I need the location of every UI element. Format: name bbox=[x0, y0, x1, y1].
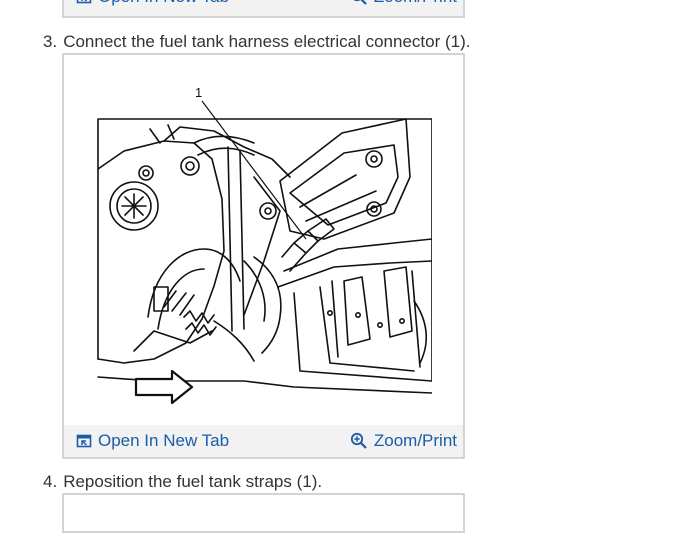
step-text: Connect the fuel tank harness electrical… bbox=[63, 32, 470, 51]
zoom-print-link[interactable]: Zoom/Print bbox=[350, 431, 457, 451]
magnifier-plus-icon bbox=[350, 0, 368, 6]
magnifier-plus-icon bbox=[350, 432, 368, 450]
step-4: 4. Reposition the fuel tank straps (1). bbox=[43, 472, 322, 492]
figure-box-connector: 1 Open In New Tab Zoom/Print bbox=[62, 53, 465, 459]
open-in-new-tab-link[interactable]: Open In New Tab bbox=[76, 0, 229, 7]
figure-box-next bbox=[62, 493, 465, 533]
open-in-new-tab-link[interactable]: Open In New Tab bbox=[76, 431, 229, 451]
step-3: 3. Connect the fuel tank harness electric… bbox=[43, 32, 470, 52]
open-in-new-tab-label: Open In New Tab bbox=[98, 431, 229, 451]
step-text: Reposition the fuel tank straps (1). bbox=[63, 472, 322, 491]
zoom-print-link[interactable]: Zoom/Print bbox=[350, 0, 457, 7]
step-number: 4. bbox=[43, 472, 57, 491]
fuel-tank-connector-diagram: 1 bbox=[94, 81, 432, 411]
zoom-print-label: Zoom/Print bbox=[374, 0, 457, 7]
open-new-tab-icon bbox=[76, 0, 92, 5]
figure-link-bar: Open In New Tab Zoom/Print bbox=[64, 0, 463, 16]
zoom-print-label: Zoom/Print bbox=[374, 431, 457, 451]
figure-link-bar: Open In New Tab Zoom/Print bbox=[64, 425, 463, 457]
figure-box-previous: Open In New Tab Zoom/Print bbox=[62, 0, 465, 18]
step-number: 3. bbox=[43, 32, 57, 51]
open-new-tab-icon bbox=[76, 433, 92, 449]
open-in-new-tab-label: Open In New Tab bbox=[98, 0, 229, 7]
diagram-callout-1: 1 bbox=[195, 85, 202, 100]
